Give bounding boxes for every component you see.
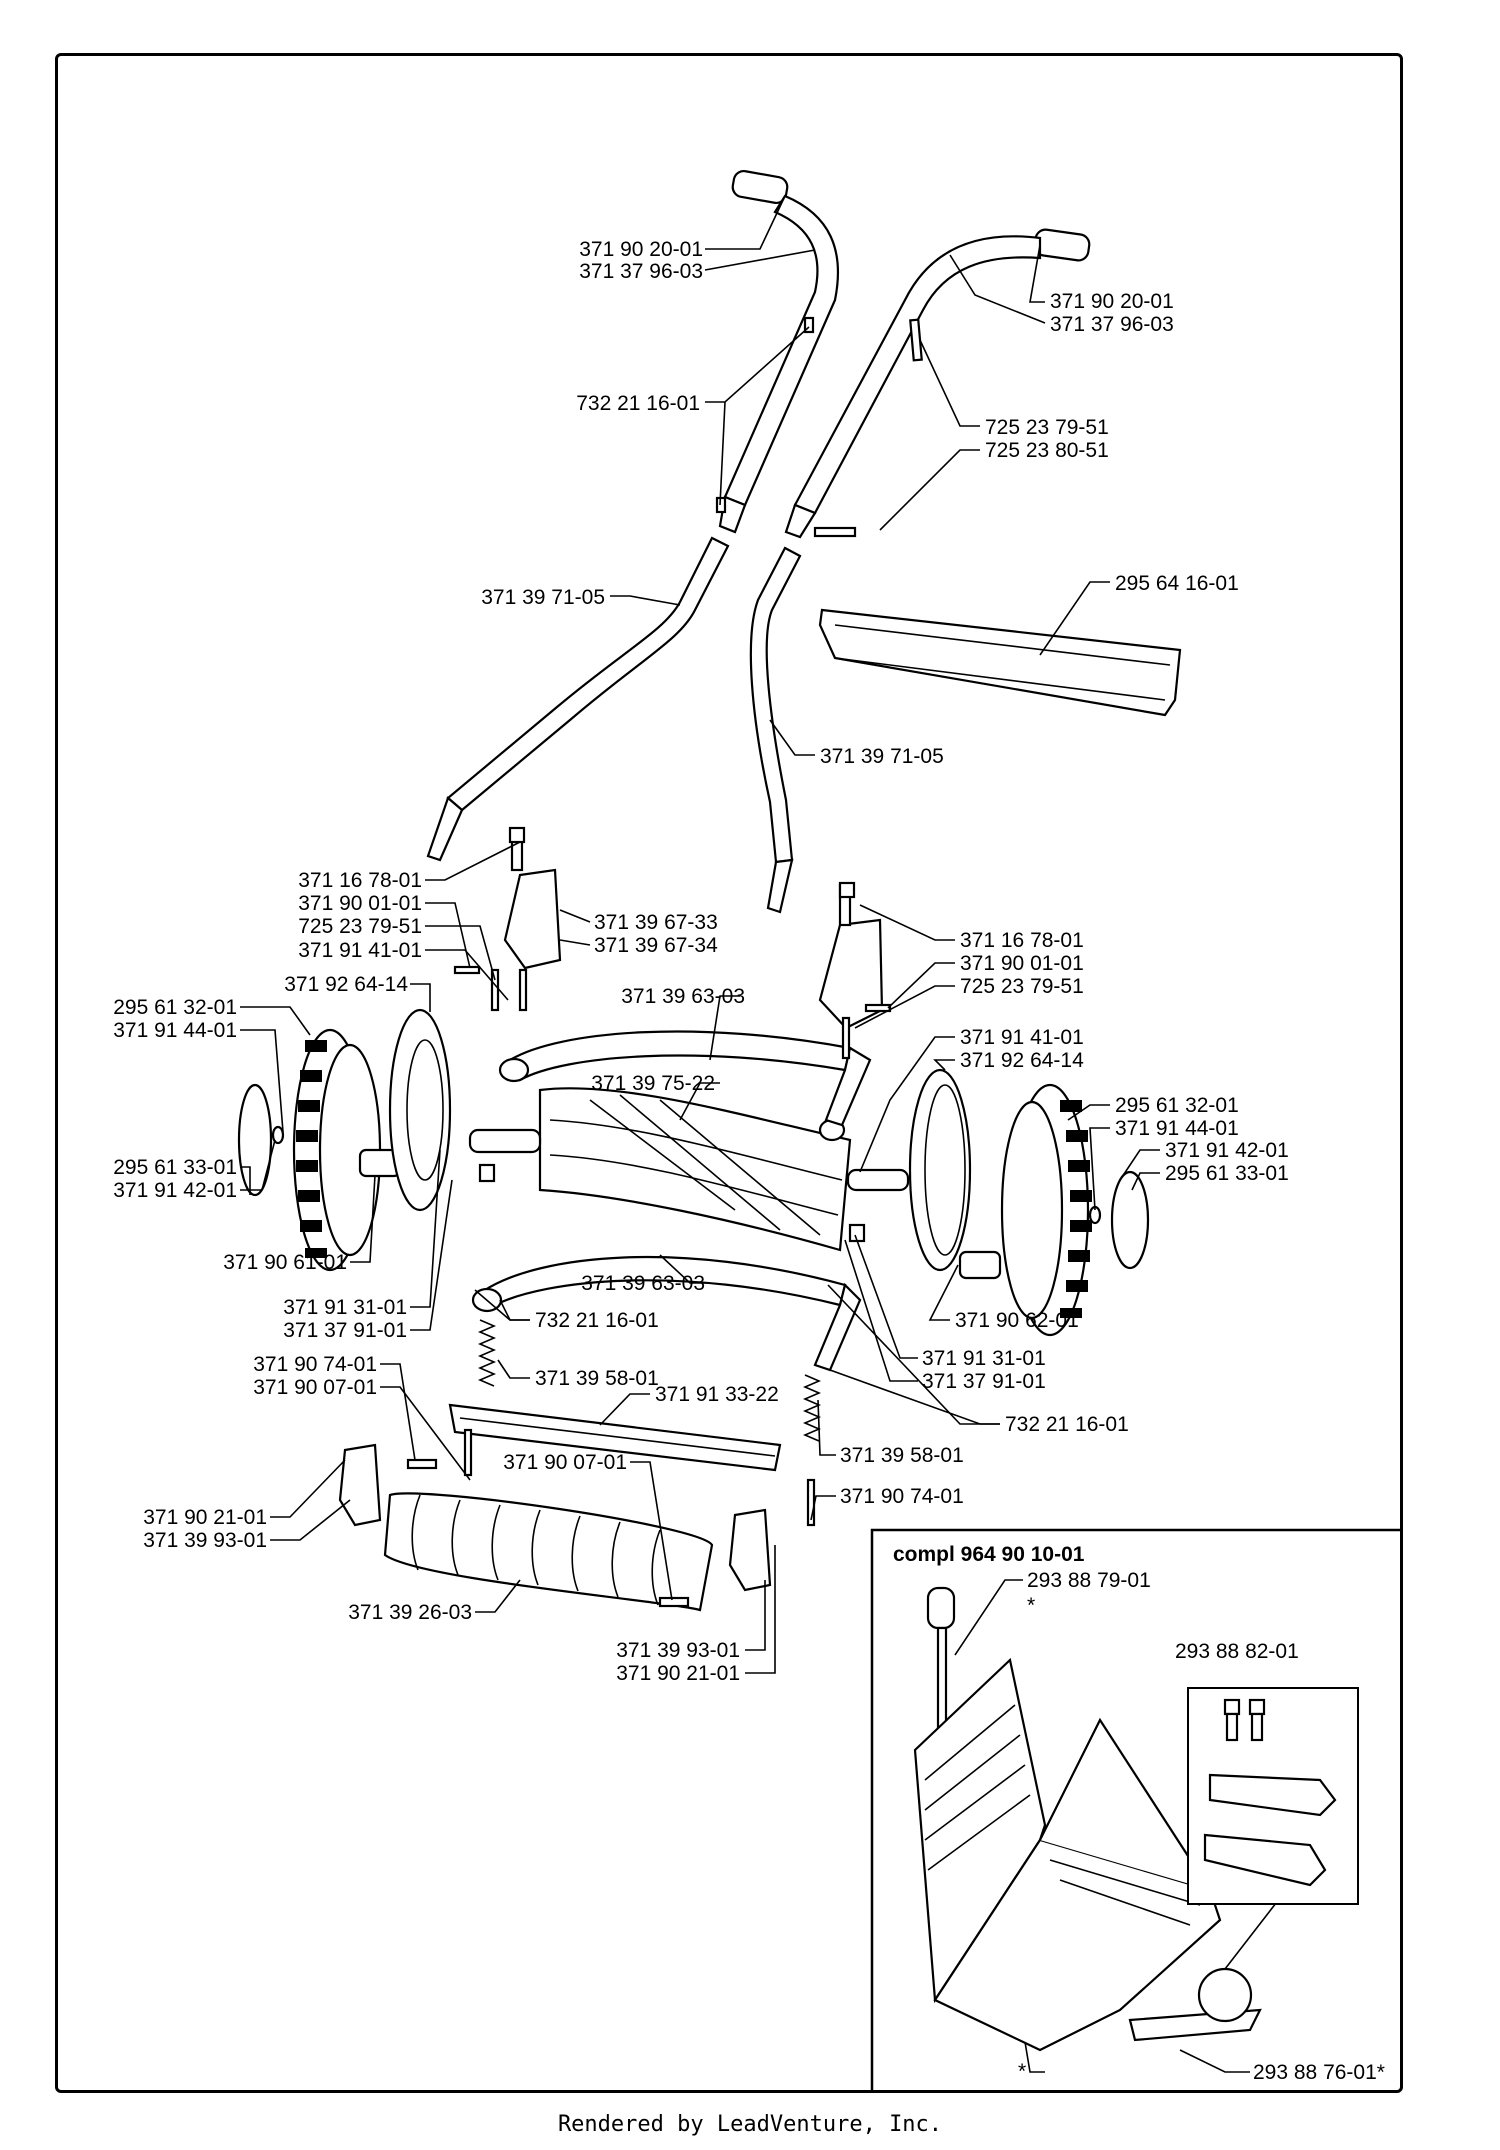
label-371-39-71-05-left: 371 39 71-05 [481, 586, 605, 609]
label-371-39-67-34: 371 39 67-34 [594, 934, 718, 957]
label-293-88-76-01: 293 88 76-01* [1253, 2061, 1385, 2084]
roller-brackets [338, 1443, 772, 1592]
kit-title: compl 964 90 10-01 [893, 1543, 1085, 1566]
label-371-90-74-01-left: 371 90 74-01 [253, 1353, 377, 1376]
kit-panel [870, 1528, 1403, 2091]
label-371-91-44-01-left: 371 91 44-01 [113, 1019, 237, 1042]
label-295-61-33-01-left: 295 61 33-01 [113, 1156, 237, 1179]
label-732-21-16-01-mid: 732 21 16-01 [535, 1309, 659, 1332]
label-371-39-93-01-left: 371 39 93-01 [143, 1529, 267, 1552]
label-371-39-63-03-lower: 371 39 63-03 [581, 1272, 705, 1295]
reel-cylinder [468, 1087, 910, 1252]
label-371-16-78-01-right: 371 16 78-01 [960, 929, 1084, 952]
label-371-91-42-01-left: 371 91 42-01 [113, 1179, 237, 1202]
right-hubcap [908, 1068, 1150, 1272]
label-293-88-79-01: 293 88 79-01 [1027, 1569, 1151, 1592]
label-295-61-32-01-left: 295 61 32-01 [113, 996, 237, 1019]
bed-knife [448, 1403, 816, 1527]
label-732-21-16-01-top: 732 21 16-01 [576, 392, 700, 415]
label-725-23-80-51: 725 23 80-51 [985, 439, 1109, 462]
label-371-39-67-33: 371 39 67-33 [594, 911, 718, 934]
label-371-91-44-01-right: 371 91 44-01 [1115, 1117, 1239, 1140]
label-371-91-33-22: 371 91 33-22 [655, 1383, 779, 1406]
side-plates [503, 828, 884, 1030]
label-371-90-01-01-right: 371 90 01-01 [960, 952, 1084, 975]
upper-handle-right [784, 235, 1042, 539]
label-371-90-07-01-left: 371 90 07-01 [253, 1376, 377, 1399]
leader-lines [240, 195, 1160, 1674]
label-371-37-96-03-left: 371 37 96-03 [579, 260, 703, 283]
label-371-91-31-01-left: 371 91 31-01 [283, 1296, 407, 1319]
kit-labels: compl 964 90 10-01 293 88 79-01 * 293 88… [893, 1543, 1385, 2084]
label-371-37-91-01-right: 371 37 91-01 [922, 1370, 1046, 1393]
label-295-64-16-01: 295 64 16-01 [1115, 572, 1239, 595]
diagram-frame [55, 53, 1403, 2093]
label-371-39-93-01-right: 371 39 93-01 [616, 1639, 740, 1662]
label-371-90-21-01-left: 371 90 21-01 [143, 1506, 267, 1529]
footer-credit: Rendered by LeadVenture, Inc. [557, 2112, 943, 2137]
roller [383, 1492, 714, 1612]
label-371-39-63-03-upper: 371 39 63-03 [621, 985, 745, 1008]
label-371-91-31-01-right: 371 91 31-01 [922, 1347, 1046, 1370]
springs [477, 1319, 822, 1442]
label-371-39-58-01-upper: 371 39 58-01 [535, 1367, 659, 1390]
label-371-39-75-22: 371 39 75-22 [591, 1072, 715, 1095]
label-371-90-20-01-left: 371 90 20-01 [579, 238, 703, 261]
label-371-90-74-01-right: 371 90 74-01 [840, 1485, 964, 1508]
label-371-90-01-01-left: 371 90 01-01 [298, 892, 422, 915]
upper-crossbar [498, 1030, 872, 1142]
label-371-37-96-03-right: 371 37 96-03 [1050, 313, 1174, 336]
label-371-91-42-01-right: 371 91 42-01 [1165, 1139, 1289, 1162]
label-371-90-62-01: 371 90 62-01 [955, 1309, 1079, 1332]
label-asterisk-body: * [1018, 2060, 1026, 2083]
part-number-labels: 371 90 20-01 371 37 96-03 371 90 20-01 3… [113, 238, 1289, 1685]
label-371-90-61-01: 371 90 61-01 [223, 1251, 347, 1274]
label-293-88-82-01: 293 88 82-01 [1175, 1640, 1299, 1663]
label-725-23-79-51-left: 725 23 79-51 [298, 915, 422, 938]
label-725-23-79-51-top: 725 23 79-51 [985, 416, 1109, 439]
label-371-92-64-14-right: 371 92 64-14 [960, 1049, 1084, 1072]
label-295-61-32-01-right: 295 61 32-01 [1115, 1094, 1239, 1117]
lower-handle-left [426, 536, 730, 862]
lower-handle-right [749, 546, 802, 914]
label-371-90-21-01-right: 371 90 21-01 [616, 1662, 740, 1685]
label-371-37-91-01-left: 371 37 91-01 [283, 1319, 407, 1342]
right-wheel [958, 1083, 1092, 1337]
label-371-91-41-01-left: 371 91 41-01 [298, 939, 422, 962]
label-371-39-71-05-right: 371 39 71-05 [820, 745, 944, 768]
label-732-21-16-01-right: 732 21 16-01 [1005, 1413, 1129, 1436]
label-295-61-33-01-right: 295 61 33-01 [1165, 1162, 1289, 1185]
label-371-91-41-01-right: 371 91 41-01 [960, 1026, 1084, 1049]
loose-fasteners [406, 826, 892, 1608]
label-asterisk-handle: * [1027, 1594, 1035, 1617]
upper-handle-left [718, 194, 839, 534]
left-wheel [292, 1028, 402, 1272]
label-371-16-78-01-left: 371 16 78-01 [298, 869, 422, 892]
label-371-92-64-14-left: 371 92 64-14 [284, 973, 408, 996]
label-725-23-79-51-right: 725 23 79-51 [960, 975, 1084, 998]
label-371-90-20-01-right: 371 90 20-01 [1050, 290, 1174, 313]
handle-bolts [715, 316, 923, 538]
label-371-90-07-01-mid: 371 90 07-01 [503, 1451, 627, 1474]
label-371-39-26-03: 371 39 26-03 [348, 1601, 472, 1624]
label-371-39-58-01-lower: 371 39 58-01 [840, 1444, 964, 1467]
grass-deflector [818, 608, 1182, 717]
